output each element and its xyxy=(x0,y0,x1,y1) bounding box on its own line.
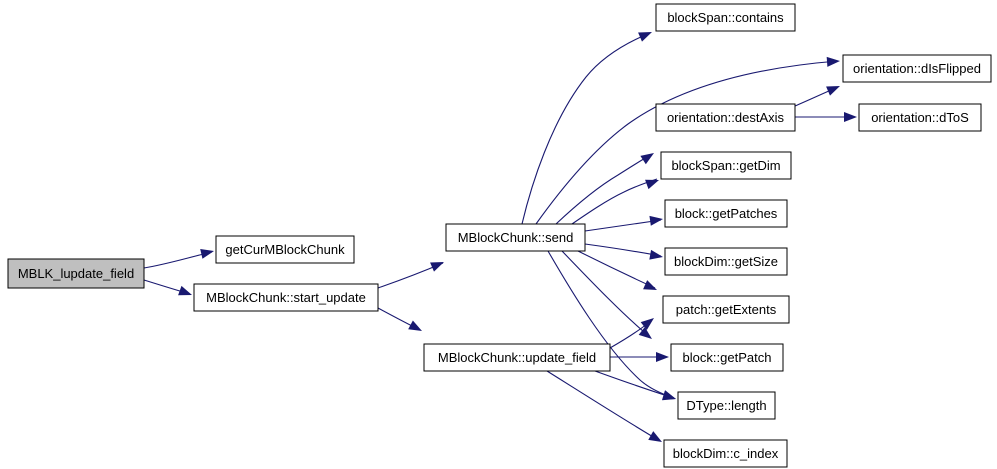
arrowhead-getpatches xyxy=(649,215,663,226)
node-box-start_update[interactable] xyxy=(193,283,379,312)
node-label-update_field: MBlockChunk::update_field xyxy=(438,350,596,365)
node-label-getsize: blockDim::getSize xyxy=(674,254,778,269)
node-label-destaxis: orientation::destAxis xyxy=(667,110,785,125)
call-edge-send-to-getsize xyxy=(584,243,662,257)
node-box-getcur[interactable] xyxy=(215,235,355,264)
graph-node-c_index[interactable]: blockDim::c_index xyxy=(663,439,788,468)
node-box-getextents[interactable] xyxy=(662,295,790,324)
arrowheads-layer xyxy=(178,32,857,442)
call-edge-send-to-getextents xyxy=(577,250,656,289)
call-edge-send-to-disflipped xyxy=(535,60,839,225)
call-edge-send-to-getdim xyxy=(571,178,658,225)
call-edge-send-to-contains xyxy=(521,32,651,225)
graph-node-length[interactable]: DType::length xyxy=(677,391,776,420)
node-label-c_index: blockDim::c_index xyxy=(673,446,779,461)
node-label-getcur: getCurMBlockChunk xyxy=(225,242,345,257)
node-box-c_index[interactable] xyxy=(663,439,788,468)
node-label-root: MBLK_lupdate_field xyxy=(18,266,134,281)
node-label-length: DType::length xyxy=(686,398,766,413)
arrowhead-disflipped2 xyxy=(826,86,840,96)
arrowhead-getpatch xyxy=(638,327,652,339)
graph-node-getpatch[interactable]: block::getPatch xyxy=(670,343,784,372)
arrowhead-c_index xyxy=(648,431,662,442)
arrowhead-length2 xyxy=(662,390,676,400)
node-box-dtos[interactable] xyxy=(858,103,982,132)
graph-node-getcur[interactable]: getCurMBlockChunk xyxy=(215,235,355,264)
node-label-getpatch: block::getPatch xyxy=(683,350,772,365)
call-edge-send-to-length xyxy=(547,250,675,399)
graph-node-getextents[interactable]: patch::getExtents xyxy=(662,295,790,324)
arrowhead-getextents2 xyxy=(640,318,654,330)
node-label-getextents: patch::getExtents xyxy=(676,302,777,317)
node-box-root[interactable] xyxy=(7,258,145,289)
node-label-contains: blockSpan::contains xyxy=(667,10,784,25)
node-box-send[interactable] xyxy=(445,223,586,252)
node-box-contains[interactable] xyxy=(655,3,796,32)
node-box-update_field[interactable] xyxy=(423,343,611,372)
arrowhead-getextents xyxy=(643,280,657,290)
graph-node-start_update[interactable]: MBlockChunk::start_update xyxy=(193,283,379,312)
arrowhead-send xyxy=(430,262,444,272)
node-box-getpatches[interactable] xyxy=(664,199,788,228)
arrowhead-dtos xyxy=(844,112,857,122)
graph-node-getdim[interactable]: blockSpan::getDim xyxy=(660,151,792,180)
arrowhead-getsize xyxy=(649,249,663,260)
graph-node-dtos[interactable]: orientation::dToS xyxy=(858,103,982,132)
node-label-dtos: orientation::dToS xyxy=(871,110,969,125)
node-box-getdim[interactable] xyxy=(660,151,792,180)
node-label-send: MBlockChunk::send xyxy=(458,230,574,245)
arrowhead-getpatch2 xyxy=(656,352,669,362)
graph-node-root[interactable]: MBLK_lupdate_field xyxy=(7,258,145,289)
node-box-disflipped[interactable] xyxy=(842,54,992,83)
arrowhead-destaxis xyxy=(640,153,654,165)
node-box-getpatch[interactable] xyxy=(670,343,784,372)
arrowhead-contains xyxy=(638,32,652,42)
call-edge-send-to-getpatch xyxy=(561,250,651,338)
call-edge-send-to-destaxis xyxy=(555,153,653,225)
graph-node-disflipped[interactable]: orientation::dIsFlipped xyxy=(842,54,992,83)
arrowhead-getcur xyxy=(200,249,214,259)
node-box-getsize[interactable] xyxy=(664,247,788,276)
node-label-disflipped: orientation::dIsFlipped xyxy=(853,61,981,76)
node-label-getpatches: block::getPatches xyxy=(675,206,778,221)
graph-node-update_field[interactable]: MBlockChunk::update_field xyxy=(423,343,611,372)
graph-node-destaxis[interactable]: orientation::destAxis xyxy=(655,103,796,132)
graph-node-contains[interactable]: blockSpan::contains xyxy=(655,3,796,32)
node-box-length[interactable] xyxy=(677,391,776,420)
call-edge-update_field-to-c_index xyxy=(546,370,661,442)
graph-node-getsize[interactable]: blockDim::getSize xyxy=(664,247,788,276)
arrowhead-disflipped xyxy=(826,56,840,67)
arrowhead-start_update xyxy=(178,285,192,296)
graph-node-getpatches[interactable]: block::getPatches xyxy=(664,199,788,228)
node-label-getdim: blockSpan::getDim xyxy=(671,158,780,173)
arrowhead-getdim xyxy=(645,179,659,190)
graph-node-send[interactable]: MBlockChunk::send xyxy=(445,223,586,252)
node-box-destaxis[interactable] xyxy=(655,103,796,132)
nodes-layer: MBLK_lupdate_fieldgetCurMBlockChunkMBloc… xyxy=(7,3,992,468)
arrowhead-update_field xyxy=(408,320,422,331)
call-edge-send-to-getpatches xyxy=(584,219,662,232)
node-label-start_update: MBlockChunk::start_update xyxy=(206,290,366,305)
